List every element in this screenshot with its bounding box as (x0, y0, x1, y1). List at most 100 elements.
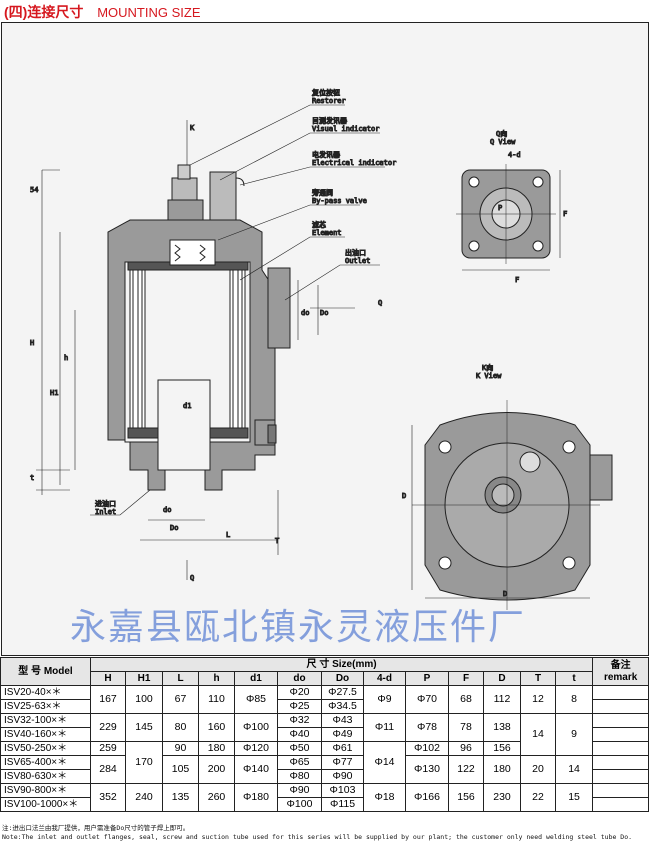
cell-D: 156 (483, 741, 521, 756)
model-cell: ISV100-1000×＊ (0, 797, 91, 812)
column-header-L: L (162, 671, 199, 686)
dim-Q-bottom: Q (190, 574, 194, 582)
model-header: 型 号 Model (0, 657, 91, 686)
model-cell: ISV32-100×＊ (0, 713, 91, 728)
cell-remark (592, 727, 650, 742)
model-cell: ISV80-630×＊ (0, 769, 91, 784)
cell-4d: Φ14 (363, 741, 406, 784)
column-header-P: P (405, 671, 449, 686)
cell-T: 20 (520, 755, 556, 784)
cell-L: 80 (162, 713, 199, 742)
column-header-H1: H1 (125, 671, 163, 686)
model-cell: ISV25-63×＊ (0, 699, 91, 714)
cell-L: 105 (162, 755, 199, 784)
callout-element-cn: 滤芯 (312, 220, 326, 229)
cell-remark (592, 783, 650, 798)
callout-outlet-en: Outlet (345, 257, 370, 265)
cell-H1: 145 (125, 713, 163, 742)
cell-T: 12 (520, 685, 556, 714)
cell-H1: 240 (125, 783, 163, 812)
cell-remark (592, 797, 650, 812)
column-header-F: F (448, 671, 484, 686)
dim-P: P (498, 204, 502, 212)
cell-do: Φ32 (277, 713, 322, 728)
cell-t: 15 (554, 783, 594, 812)
column-header-H: H (90, 671, 126, 686)
k-view-label-cn: K向 (482, 363, 493, 372)
cell-F: 122 (448, 755, 484, 784)
dim-H: H (30, 339, 34, 347)
cell-Do: Φ115 (321, 797, 364, 812)
cell-do: Φ65 (277, 755, 322, 770)
dim-H1: H1 (50, 389, 58, 397)
dim-h: h (64, 354, 68, 362)
dim-do-bottom: do (163, 506, 171, 514)
column-header-Do: Do (321, 671, 364, 686)
cell-d1: Φ120 (234, 741, 278, 756)
cell-do: Φ50 (277, 741, 322, 756)
title-cn: (四)连接尺寸 (4, 4, 84, 20)
inlet-label-en: Inlet (95, 508, 116, 516)
cell-h: 180 (198, 741, 235, 756)
dim-K: K (190, 124, 195, 132)
cell-do: Φ90 (277, 783, 322, 798)
column-header-do: do (277, 671, 322, 686)
cell-d1: Φ100 (234, 713, 278, 742)
cell-t: 9 (554, 713, 594, 756)
cell-Do: Φ103 (321, 783, 364, 798)
dim-Do-right: Do (320, 309, 328, 317)
cell-P: Φ102 (405, 741, 449, 756)
cell-P: Φ166 (405, 783, 449, 812)
cell-P: Φ130 (405, 755, 449, 784)
q-view-flange (456, 164, 561, 271)
cell-h: 260 (198, 783, 235, 812)
dim-d1: d1 (183, 402, 191, 410)
cell-H1: 170 (125, 741, 163, 784)
callout-bypass-en: By-pass valve (312, 197, 367, 205)
cell-D: 230 (483, 783, 521, 812)
cell-Do: Φ49 (321, 727, 364, 742)
cell-H: 167 (90, 685, 126, 714)
cell-L: 90 (162, 741, 199, 756)
cell-4d: Φ11 (363, 713, 406, 742)
cell-remark (592, 685, 650, 700)
cell-remark (592, 755, 650, 770)
footnote: 注:进出口法兰由我厂提供，用户需准备Do尺寸的管子焊上即可。 Note:The … (2, 824, 632, 842)
cell-d1: Φ85 (234, 685, 278, 714)
cell-do: Φ25 (277, 699, 322, 714)
filter-body (107, 219, 291, 491)
model-cell: ISV50-250×＊ (0, 741, 91, 756)
k-view-label-en: K View (476, 372, 502, 380)
cell-P: Φ70 (405, 685, 449, 714)
cell-remark (592, 699, 650, 714)
title-en: MOUNTING SIZE (97, 5, 201, 20)
callout-electrical-en: Electrical indicator (312, 159, 396, 167)
cell-D: 138 (483, 713, 521, 742)
footnote-cn: 注:进出口法兰由我厂提供，用户需准备Do尺寸的管子焊上即可。 (2, 824, 190, 832)
dim-D-bottom: D (503, 590, 507, 598)
callout-bypass-cn: 旁通阀 (312, 188, 333, 197)
callout-visual-cn: 目测发讯器 (312, 116, 347, 125)
dim-T: T (275, 537, 280, 545)
dim-L: L (226, 531, 230, 539)
cell-t: 8 (554, 685, 594, 714)
cell-H: 229 (90, 713, 126, 742)
column-header-D: D (483, 671, 521, 686)
cell-h: 200 (198, 755, 235, 784)
callout-visual-en: Visual indicator (312, 125, 379, 133)
dim-Q-right: Q (378, 299, 382, 307)
cell-L: 135 (162, 783, 199, 812)
cell-H: 259 (90, 741, 126, 756)
column-header-d1: d1 (234, 671, 278, 686)
cell-D: 112 (483, 685, 521, 714)
cell-Do: Φ61 (321, 741, 364, 756)
column-header-h: h (198, 671, 235, 686)
cell-do: Φ80 (277, 769, 322, 784)
cell-h: 160 (198, 713, 235, 742)
cell-4d: Φ18 (363, 783, 406, 812)
